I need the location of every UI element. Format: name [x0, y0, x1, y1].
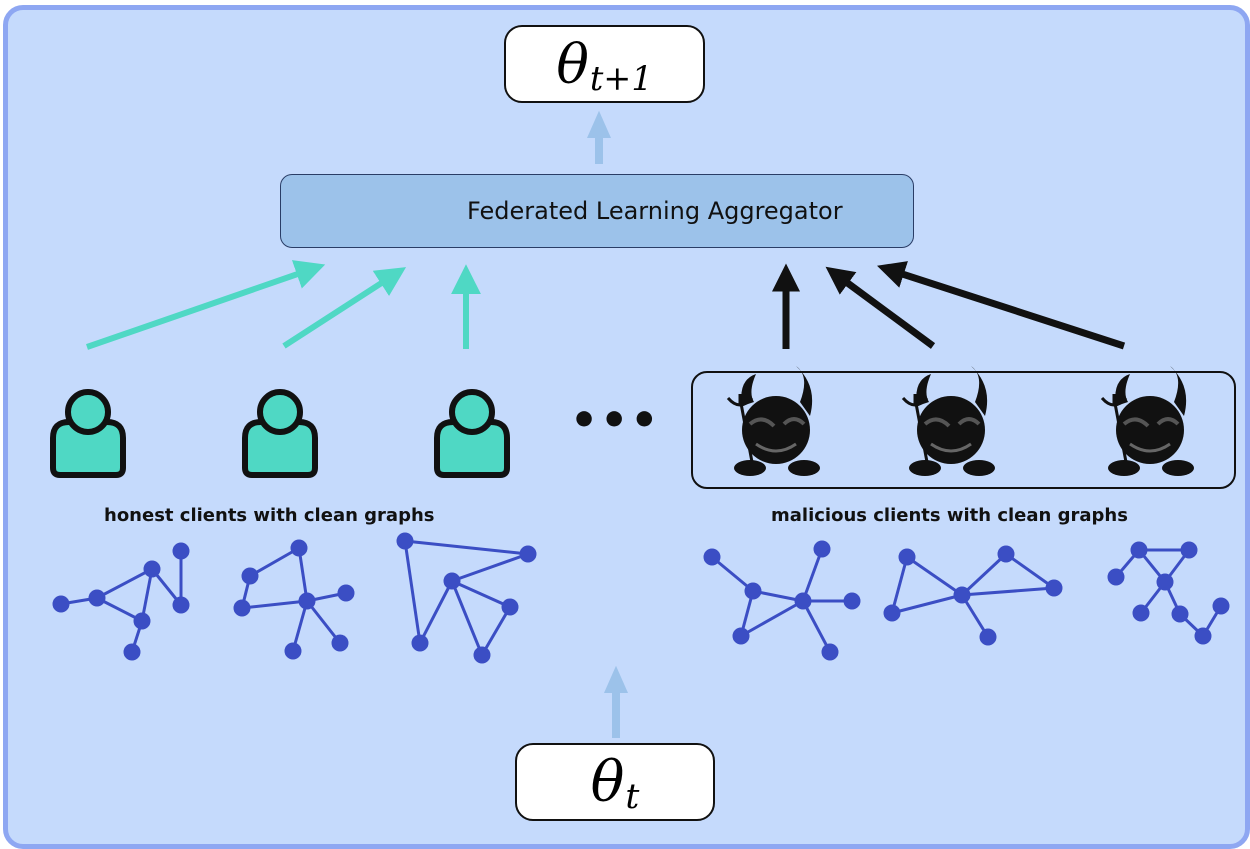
diagram-background [3, 5, 1250, 849]
graph [883, 545, 1063, 646]
graph [396, 532, 537, 664]
malicious-clients-box [691, 371, 1236, 489]
devil-icon [1100, 366, 1194, 476]
theta-current-symbol: θ [590, 749, 625, 815]
graph [52, 542, 190, 661]
honest-arrows [86, 260, 481, 350]
malicious-arrows [772, 261, 1126, 350]
graph [1107, 541, 1230, 645]
theta-next-symbol: θ [556, 32, 589, 96]
aggregator-box [280, 174, 914, 248]
user-icon [50, 389, 126, 478]
theta-current-subscript: t [625, 776, 640, 817]
malicious-clients-caption: malicious clients with clean graphs [771, 505, 1128, 526]
user-icon [242, 389, 318, 478]
graph [233, 539, 355, 660]
honest-clients-caption: honest clients with clean graphs [104, 505, 435, 526]
user-icon [434, 389, 510, 478]
graph [703, 540, 861, 661]
aggregator-label: Federated Learning Aggregator [467, 197, 843, 225]
devil-icon [901, 366, 995, 476]
ellipsis: ••• [570, 395, 661, 446]
theta-next-subscript: t+1 [589, 58, 653, 98]
devil-icon [726, 366, 820, 476]
